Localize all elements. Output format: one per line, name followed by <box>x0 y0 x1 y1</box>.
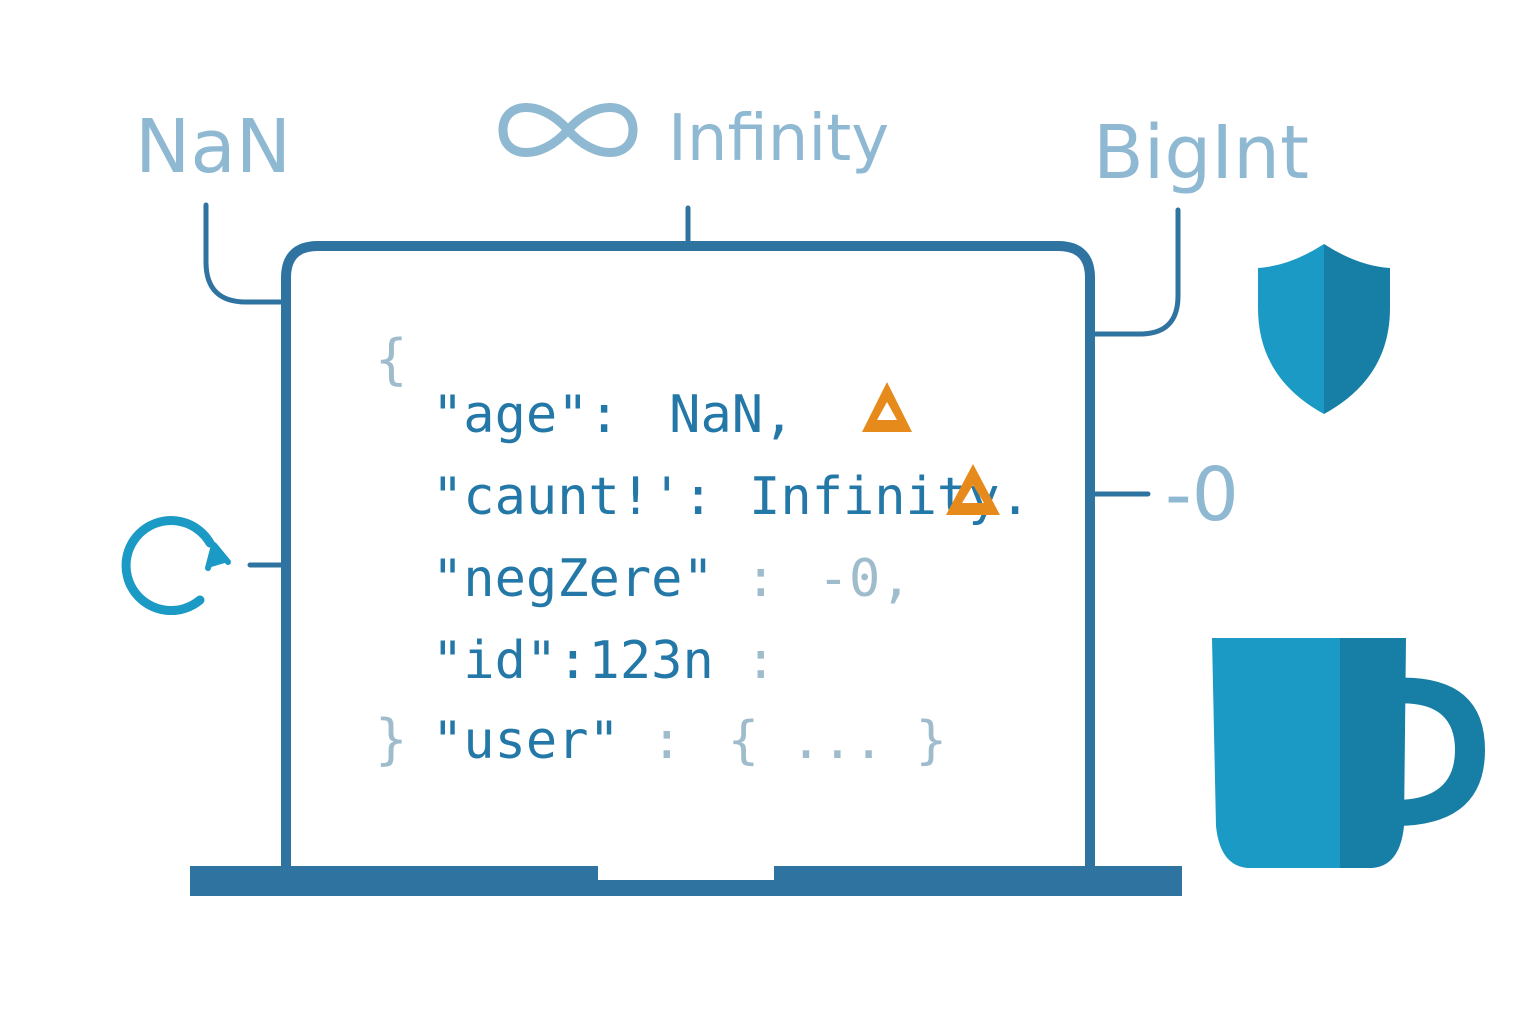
nan-connector <box>203 202 288 305</box>
nan-label: NaN <box>135 104 291 190</box>
shield-icon <box>1258 244 1390 414</box>
code-open-brace: { <box>375 328 408 391</box>
code-colon-user: : <box>651 711 682 771</box>
refresh-icon <box>121 516 231 616</box>
code-value-age: NaN, <box>669 385 794 445</box>
code-value-negzero: -0, <box>818 549 912 609</box>
code-line-age: "age": NaN, <box>432 385 794 445</box>
code-key-user: "user" <box>432 711 620 771</box>
code-close-brace: } <box>375 708 408 771</box>
laptop-notch <box>598 866 774 880</box>
code-key-count: "caunt!': <box>432 467 714 527</box>
code-key-negzero: "negZere" <box>432 549 714 609</box>
infinity-label: Infinity <box>668 102 889 176</box>
connector-lines <box>203 202 1181 568</box>
laptop-base <box>190 866 1182 896</box>
code-line-negzero: "negZere" : -0, <box>432 549 912 609</box>
neg-zero-label: -0 <box>1165 452 1239 538</box>
bigint-connector <box>1087 207 1181 337</box>
code-value-user: { ... } <box>728 711 947 771</box>
code-colon-negzero: : <box>745 549 776 609</box>
bigint-label: BigInt <box>1093 110 1309 196</box>
code-key-id: "id":123n <box>432 631 714 691</box>
code-line-user: "user" : { ... } <box>432 711 947 771</box>
code-line-count: "caunt!': Infinity. <box>432 467 1031 527</box>
mug-icon <box>1212 638 1485 868</box>
code-line-id: "id":123n : <box>432 631 776 691</box>
infinity-icon <box>498 103 638 157</box>
warning-icon <box>862 382 912 432</box>
warning-icon-2 <box>946 464 1000 515</box>
code-key-age: "age": <box>432 385 620 445</box>
code-suffix-id: : <box>745 631 776 691</box>
